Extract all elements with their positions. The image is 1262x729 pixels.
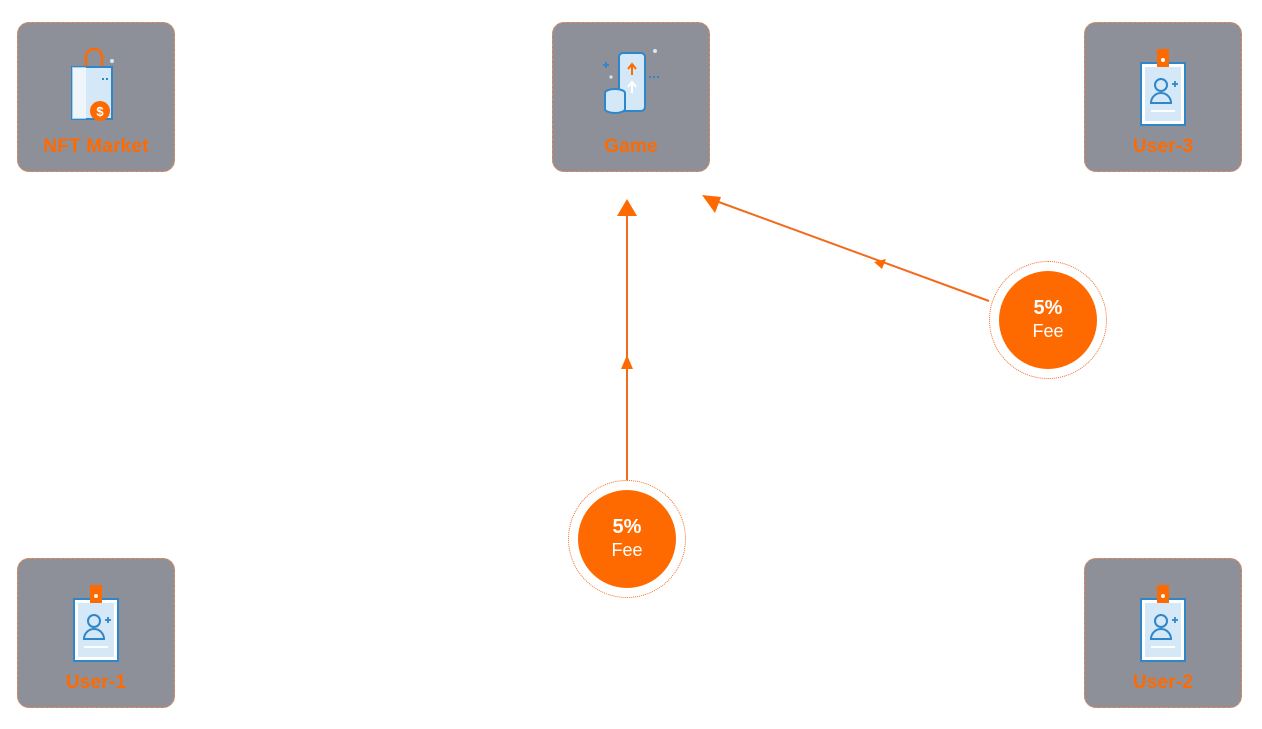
arrowhead-game-bottom bbox=[617, 199, 637, 216]
fee-label: Fee bbox=[611, 540, 643, 560]
user-3-node[interactable]: User-3 bbox=[1084, 22, 1242, 172]
game-label: Game bbox=[604, 136, 658, 157]
id-badge-icon bbox=[1140, 585, 1186, 662]
id-badge-icon bbox=[1140, 49, 1186, 126]
user-1-node[interactable]: User-1 bbox=[17, 558, 175, 708]
nft-market-node[interactable]: $ NFT Market bbox=[17, 22, 175, 172]
fee-percent: 5% bbox=[612, 516, 642, 538]
shopping-bag-dollar-icon: $ bbox=[71, 47, 114, 121]
user-3-label: User-3 bbox=[1132, 136, 1194, 157]
user-2-label: User-2 bbox=[1132, 672, 1194, 693]
edge-fee-right-to-game bbox=[715, 200, 990, 302]
user-2-node[interactable]: User-2 bbox=[1084, 558, 1242, 708]
svg-text:$: $ bbox=[96, 104, 104, 119]
phone-coins-icon bbox=[603, 49, 659, 114]
fee-badge-bottom: 5% Fee bbox=[568, 480, 686, 598]
user-1-label: User-1 bbox=[65, 672, 127, 693]
game-node[interactable]: Game bbox=[552, 22, 710, 172]
fee-percent: 5% bbox=[1033, 297, 1063, 319]
fee-disc: 5% Fee bbox=[578, 490, 676, 588]
arrow-mid-marker-diagonal bbox=[874, 259, 886, 269]
fee-label: Fee bbox=[1032, 321, 1064, 341]
id-badge-icon bbox=[73, 585, 119, 662]
arrowhead-game-right bbox=[702, 195, 721, 213]
fee-disc: 5% Fee bbox=[999, 271, 1097, 369]
nft-market-label: NFT Market bbox=[43, 136, 149, 157]
arrow-mid-marker-vertical bbox=[621, 355, 633, 369]
fee-badge-right: 5% Fee bbox=[989, 261, 1107, 379]
